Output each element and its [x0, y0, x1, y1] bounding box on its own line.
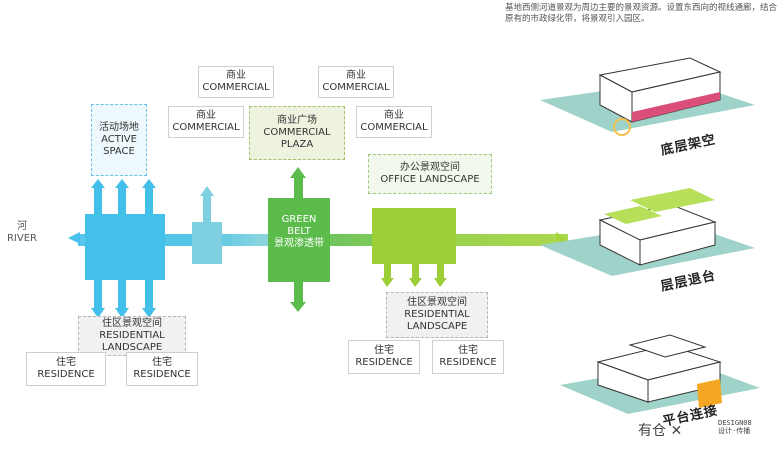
watermark-cn: 有仓 ✕	[638, 420, 682, 440]
residential-left-en1: RESIDENTIAL	[99, 330, 165, 341]
residence-4-cn: 住宅	[458, 345, 478, 356]
commercial-box-4: 商业 COMMERCIAL	[356, 106, 432, 138]
river-label: 河 RIVER	[2, 221, 42, 245]
residence-4-en: RESIDENCE	[439, 357, 497, 368]
active-space-en2: SPACE	[103, 146, 135, 157]
residential-left-cn: 住区景观空间	[102, 318, 162, 329]
commercial-box-1: 商业 COMMERCIAL	[198, 66, 274, 98]
green-belt-en2: BELT	[287, 226, 311, 237]
active-space-cn: 活动场地	[99, 122, 139, 133]
mid-block	[192, 186, 222, 264]
residence-box-1: 住宅 RESIDENCE	[26, 352, 106, 386]
residence-2-cn: 住宅	[152, 357, 172, 368]
commercial-box-3: 商业 COMMERCIAL	[168, 106, 244, 138]
commercial-1-cn: 商业	[226, 70, 246, 81]
residential-right-en1: RESIDENTIAL	[404, 309, 470, 320]
commercial-2-cn: 商业	[346, 70, 366, 81]
commercial-3-cn: 商业	[196, 110, 216, 121]
commercial-box-2: 商业 COMMERCIAL	[318, 66, 394, 98]
river-label-cn: 河	[17, 221, 27, 232]
green-belt-cn: 景观渗透带	[274, 238, 324, 249]
commercial-4-en: COMMERCIAL	[360, 122, 428, 133]
watermark-cn-text: 有仓	[638, 423, 666, 439]
residential-right-cn: 住区景观空间	[407, 297, 467, 308]
green-belt-block	[268, 167, 330, 312]
residence-box-4: 住宅 RESIDENCE	[432, 340, 504, 374]
commercial-plaza-box: 商业广场 COMMERCIAL PLAZA	[249, 106, 345, 160]
residence-box-3: 住宅 RESIDENCE	[348, 340, 420, 374]
residence-2-en: RESIDENCE	[133, 369, 191, 380]
commercial-plaza-cn: 商业广场	[277, 115, 317, 126]
commercial-3-en: COMMERCIAL	[172, 122, 240, 133]
building-illustration-2	[540, 188, 755, 276]
watermark-en: DESIGN08 设计·传播	[718, 419, 752, 435]
residence-1-en: RESIDENCE	[37, 369, 95, 380]
commercial-2-en: COMMERCIAL	[322, 82, 390, 93]
residence-1-cn: 住宅	[56, 357, 76, 368]
residential-landscape-left: 住区景观空间 RESIDENTIAL LANDSCAPE	[78, 316, 186, 356]
office-block	[372, 208, 456, 287]
office-landscape-en: OFFICE LANDSCAPE	[380, 174, 480, 185]
active-hub-block	[85, 179, 165, 318]
residence-box-2: 住宅 RESIDENCE	[126, 352, 198, 386]
active-space-box: 活动场地 ACTIVE SPACE	[91, 104, 147, 176]
commercial-4-cn: 商业	[384, 110, 404, 121]
watermark-cross-icon: ✕	[666, 423, 683, 439]
building-illustration-3	[560, 334, 760, 414]
commercial-plaza-en2: PLAZA	[280, 139, 314, 150]
river-label-en: RIVER	[6, 233, 37, 244]
residential-landscape-right: 住区景观空间 RESIDENTIAL LANDSCAPE	[386, 292, 488, 338]
residence-3-cn: 住宅	[374, 345, 394, 356]
watermark-en1: DESIGN08	[718, 419, 752, 427]
commercial-1-en: COMMERCIAL	[202, 82, 270, 93]
green-belt-en1: GREEN	[281, 214, 317, 225]
building-illustration-1	[540, 57, 755, 136]
description-text: 基地西侧河道景观为周边主要的景观资源。设置东西向的视线通廊，结合原有的市政绿化带…	[505, 3, 778, 24]
active-space-en1: ACTIVE	[101, 134, 137, 145]
watermark-en2: 设计·传播	[718, 427, 751, 435]
residence-3-en: RESIDENCE	[355, 357, 413, 368]
commercial-plaza-en1: COMMERCIAL	[263, 127, 331, 138]
residential-right-en2: LANDSCAPE	[406, 321, 468, 332]
office-landscape-cn: 办公景观空间	[400, 162, 460, 173]
green-belt-label: GREEN BELT 景观渗透带	[268, 214, 330, 250]
residential-left-en2: LANDSCAPE	[101, 342, 163, 353]
office-landscape-box: 办公景观空间 OFFICE LANDSCAPE	[368, 154, 492, 194]
